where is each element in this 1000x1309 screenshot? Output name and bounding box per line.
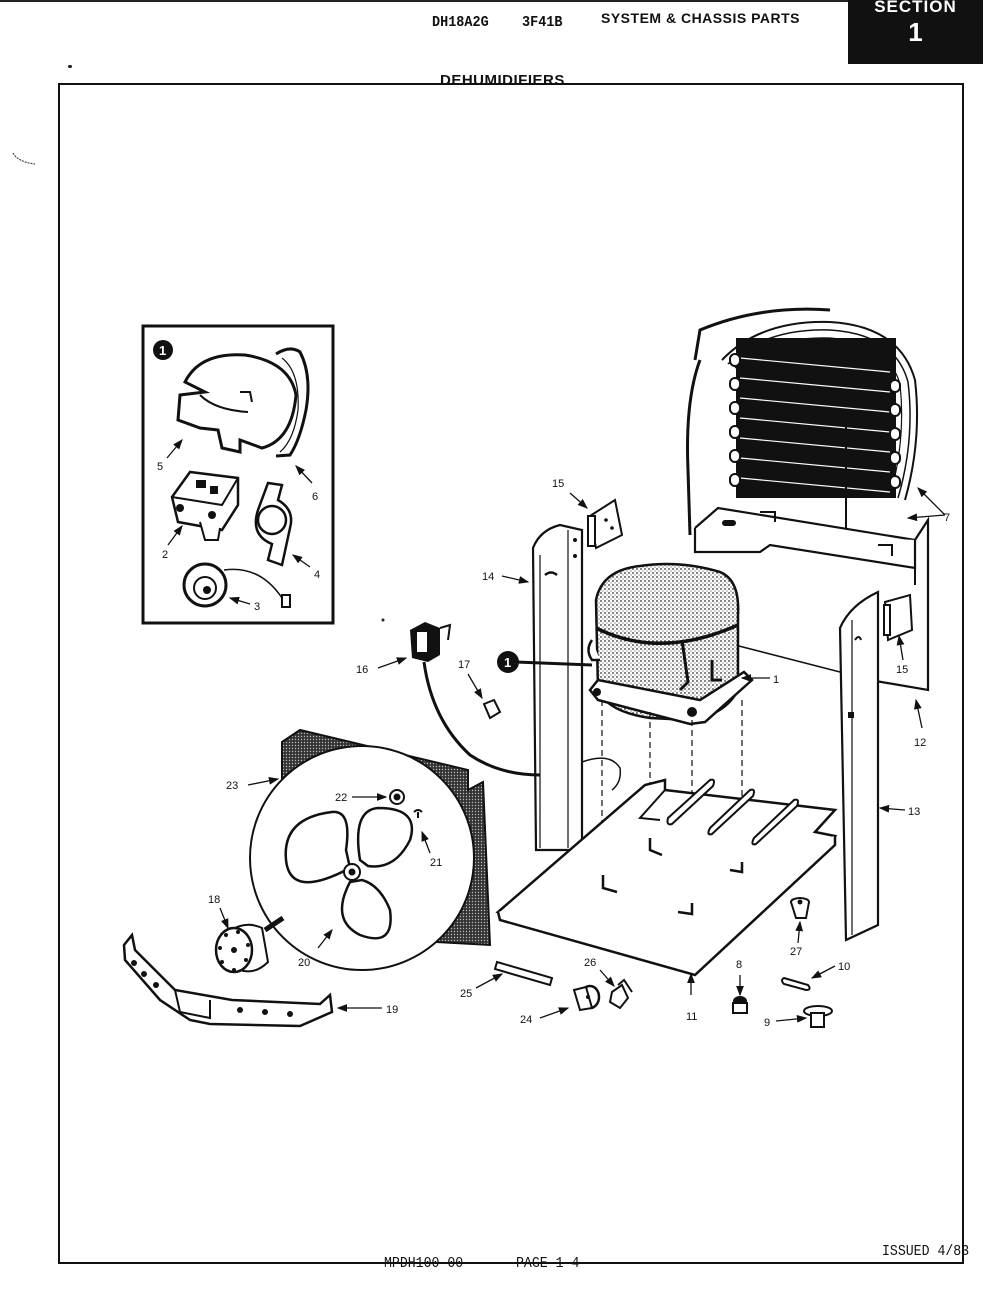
svg-text:7: 7 (944, 512, 950, 524)
svg-text:19: 19 (386, 1004, 398, 1016)
svg-text:23: 23 (226, 780, 238, 792)
callout-8: 8 (736, 959, 744, 997)
svg-text:22: 22 (335, 792, 347, 804)
svg-text:1: 1 (773, 674, 779, 686)
callout-18: 18 (208, 894, 229, 930)
power-cord-part (410, 622, 622, 791)
svg-text:2: 2 (162, 549, 168, 561)
condenser-coil-part (686, 307, 918, 600)
grommet-part (732, 996, 748, 1014)
callout-1: 1 (740, 674, 779, 686)
scan-mark (12, 152, 36, 165)
svg-text:26: 26 (584, 957, 596, 969)
fan-motor-part (214, 915, 285, 974)
svg-text:15: 15 (552, 478, 564, 490)
knob-clip-part (608, 978, 633, 1010)
model-number: DH18A2G (432, 14, 489, 31)
category-title: SYSTEM & CHASSIS PARTS (601, 10, 800, 26)
svg-text:20: 20 (298, 957, 310, 969)
callout-26: 26 (584, 957, 615, 987)
callout-4: 4 (291, 554, 320, 581)
callout-27: 27 (790, 920, 804, 958)
svg-text:17: 17 (458, 659, 470, 671)
motor-bracket-part (122, 932, 334, 1028)
scan-speck (68, 65, 72, 68)
svg-text:11: 11 (686, 1011, 697, 1023)
issued-date: ISSUED 4/83 (882, 1243, 970, 1260)
svg-text:27: 27 (790, 946, 802, 958)
callout-19: 19 (336, 1004, 398, 1016)
callout-14: 14 (482, 571, 530, 584)
callout-13: 13 (878, 804, 920, 818)
relay-part (170, 470, 240, 541)
document-code: MPDH100-00 (384, 1255, 464, 1272)
bracket-part (587, 498, 624, 550)
callout-11: 11 (686, 972, 697, 1023)
knob-part (572, 984, 601, 1012)
callout-6: 6 (295, 465, 318, 503)
svg-text:9: 9 (764, 1017, 770, 1029)
overload-protector-part (182, 562, 291, 608)
callout-24: 24 (520, 1007, 570, 1026)
svg-text:18: 18 (208, 894, 220, 906)
terminal-cover-part (176, 353, 298, 454)
callout-10: 10 (810, 961, 850, 979)
svg-text:21: 21 (430, 857, 442, 869)
mounting-stud-part (803, 1005, 833, 1028)
callout-5: 5 (157, 439, 183, 473)
callout-17: 17 (458, 659, 483, 700)
svg-text:14: 14 (482, 571, 494, 583)
scan-speck (381, 618, 385, 622)
svg-text:13: 13 (908, 806, 920, 818)
svg-text:1: 1 (159, 343, 166, 358)
detail-marker-icon: 1 (153, 340, 173, 360)
svg-text:6: 6 (312, 491, 318, 503)
foot-part (790, 897, 810, 919)
right-upright-part (838, 590, 880, 942)
svg-text:5: 5 (157, 461, 163, 473)
rear-bracket-part (883, 593, 914, 642)
callout-2: 2 (162, 524, 183, 561)
callout-23: 23 (226, 776, 280, 792)
svg-text:25: 25 (460, 988, 472, 1000)
svg-text:4: 4 (314, 569, 320, 581)
diagram-frame (58, 83, 964, 1264)
section-number: 1 (908, 17, 923, 47)
overload-bracket-part (254, 481, 293, 567)
callout-15-rear: 15 (896, 634, 908, 676)
svg-text:16: 16 (356, 664, 368, 676)
callout-21: 21 (421, 830, 442, 869)
svg-text:8: 8 (736, 959, 742, 971)
callout-25: 25 (460, 973, 504, 1000)
detail-pointer-1: 1 (497, 651, 593, 673)
fan-blade-part (284, 806, 414, 940)
svg-text:10: 10 (838, 961, 850, 973)
top-rule (0, 0, 848, 2)
wire-connector-part (482, 698, 502, 720)
section-label: SECTION (874, 0, 957, 16)
callout-7: 7 (906, 487, 950, 524)
base-pan-part (495, 778, 838, 977)
svg-text:24: 24 (520, 1014, 532, 1026)
svg-text:1: 1 (504, 655, 511, 670)
model-code: 3F41B (522, 14, 563, 31)
callout-22: 22 (335, 792, 388, 804)
svg-text:12: 12 (914, 737, 926, 749)
retainer-clip-part (275, 347, 310, 458)
inset-detail-box: 1 (141, 324, 335, 625)
page-number: PAGE 1-4 (516, 1255, 580, 1272)
callout-20: 20 (298, 928, 333, 969)
callout-15: 15 (552, 478, 588, 509)
shaft-part (493, 960, 554, 987)
callout-9: 9 (764, 1015, 808, 1029)
svg-text:3: 3 (254, 601, 260, 613)
section-badge: SECTION 1 (848, 0, 983, 64)
clip-part (781, 976, 811, 992)
callout-12: 12 (914, 698, 926, 749)
svg-text:15: 15 (896, 664, 908, 676)
compressor-part (587, 562, 754, 726)
callout-3: 3 (228, 596, 260, 613)
callout-16: 16 (356, 657, 408, 676)
left-upright-part (531, 523, 584, 852)
